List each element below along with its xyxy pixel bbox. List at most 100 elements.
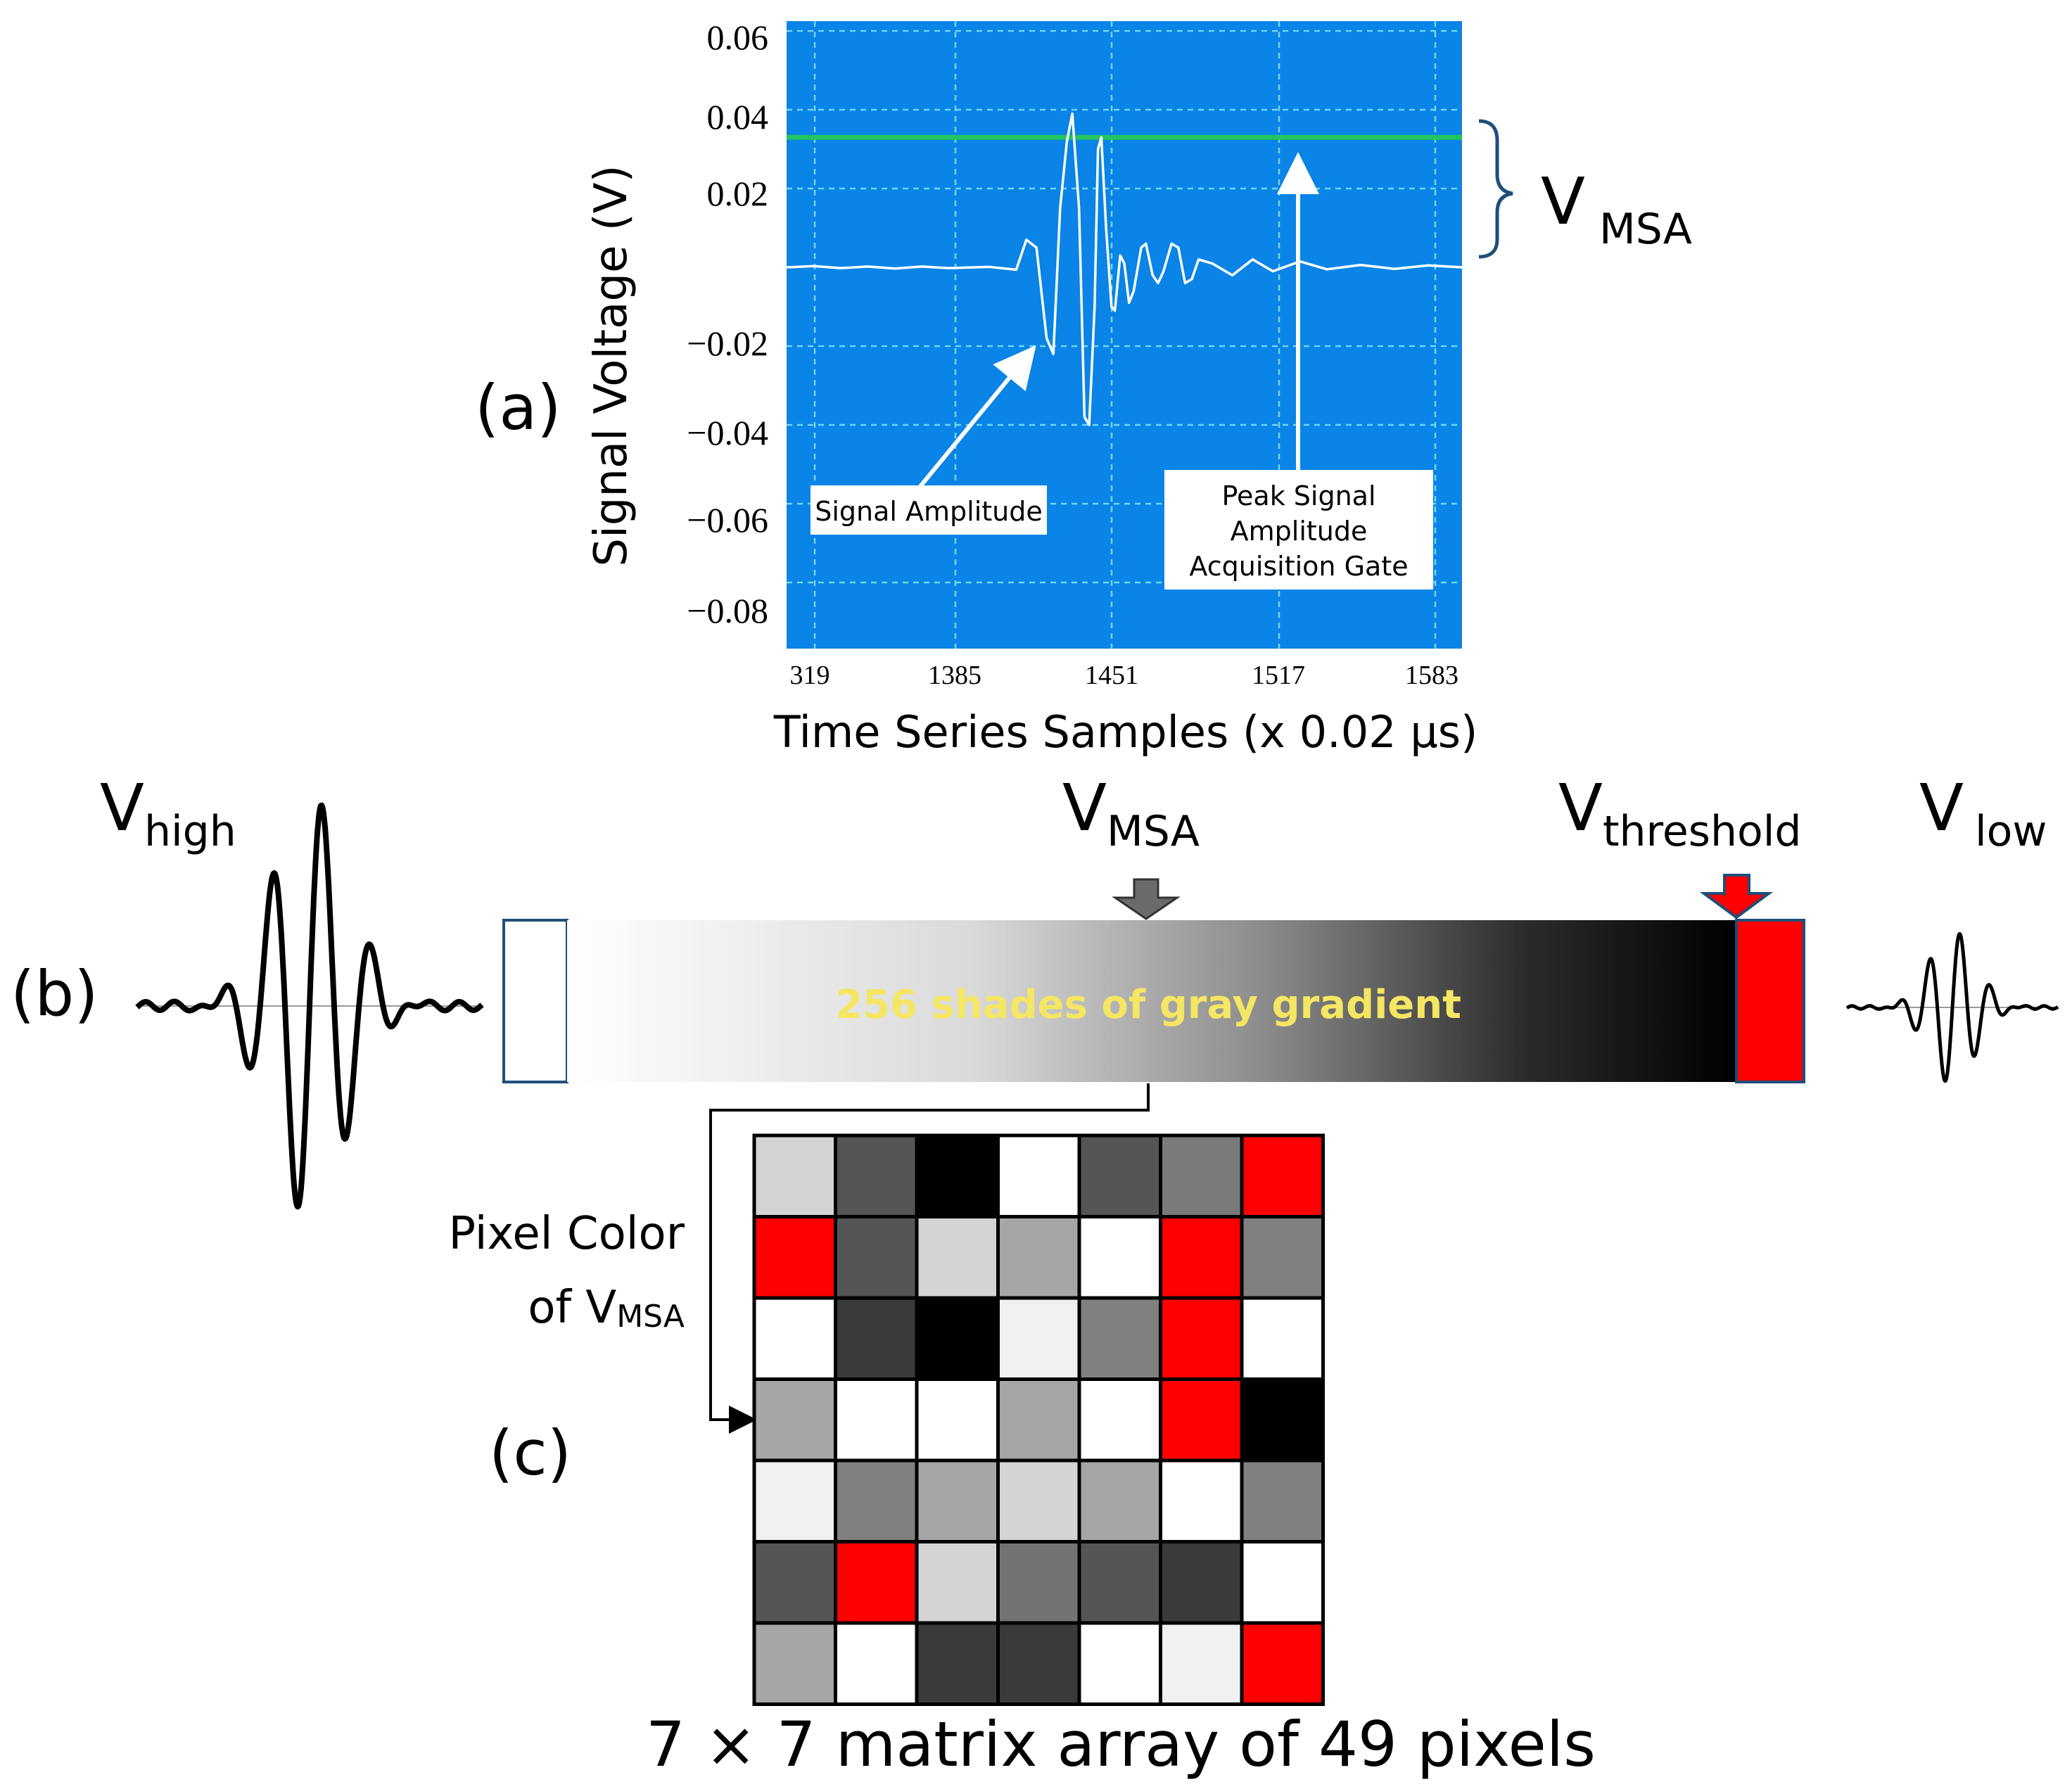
matrix-pixel: [996, 1215, 1081, 1300]
y-tick-label: 0.04: [707, 97, 769, 136]
gate-callout-text: Peak Signal Amplitude Acquisition Gate: [1189, 480, 1408, 582]
v-threshold-label: Vthreshold: [1558, 770, 1802, 856]
matrix-pixel: [996, 1377, 1081, 1463]
matrix-pixel: [1240, 1377, 1325, 1463]
matrix-pixel: [834, 1540, 919, 1625]
signal-amplitude-callout: Signal Amplitude: [815, 496, 1043, 527]
matrix-pixel: [1240, 1296, 1325, 1381]
matrix-pixel: [752, 1540, 837, 1625]
v-high-main: V: [100, 770, 144, 846]
pixel-color-label-sub: MSA: [616, 1299, 685, 1335]
signal-amplitude-arrow: [916, 345, 1036, 490]
y-tick-label: −0.06: [687, 500, 768, 540]
y-tick-labels: 0.06 0.04 0.02 −0.02 −0.04 −0.06 −0.08: [687, 18, 768, 630]
white-end-box: [502, 919, 568, 1083]
panel-a: (a) 0.06 0.04 0.02 −0.02 −0.04 −0.06 −0.…: [475, 18, 1692, 758]
x-tick-label: 1583: [1405, 661, 1458, 690]
matrix-pixel: [915, 1540, 1000, 1625]
vmsa-down-arrow: [1112, 878, 1181, 920]
x-tick-label: 1385: [928, 661, 981, 690]
matrix-pixel: [752, 1215, 837, 1300]
matrix-pixel: [996, 1458, 1081, 1543]
gate-callout-line: Amplitude: [1231, 516, 1368, 547]
matrix-pixel: [915, 1215, 1000, 1300]
pixel-matrix: [752, 1133, 1325, 1706]
matrix-pixel: [1077, 1133, 1162, 1218]
matrix-pixel: [1159, 1458, 1244, 1543]
matrix-pixel: [752, 1621, 837, 1706]
y-axis-label: Signal Voltage (V): [585, 165, 637, 566]
pixel-color-label-line2: of VMSA: [528, 1282, 685, 1335]
matrix-pixel: [915, 1621, 1000, 1706]
matrix-caption: 7 × 7 matrix array of 49 pixels: [646, 1708, 1596, 1781]
vmsa-brace: [1478, 119, 1513, 259]
connector-line: [709, 1083, 1150, 1434]
matrix-pixel: [996, 1133, 1081, 1218]
v-low-sub: low: [1975, 807, 2047, 856]
threshold-red-box: [1735, 919, 1805, 1083]
matrix-pixel: [1077, 1540, 1162, 1625]
matrix-pixel: [996, 1296, 1081, 1381]
matrix-pixel: [752, 1458, 837, 1543]
matrix-pixel: [1077, 1296, 1162, 1381]
high-amplitude-waveform: [135, 802, 484, 1210]
matrix-pixel: [1240, 1133, 1325, 1218]
matrix-pixel: [996, 1621, 1081, 1706]
matrix-pixel: [1159, 1540, 1244, 1625]
v-high-sub: high: [144, 807, 236, 856]
v-msa-main: V: [1062, 770, 1107, 846]
y-tick-label: −0.08: [687, 591, 768, 630]
x-tick-labels: 319 1385 1451 1517 1583: [790, 661, 1459, 690]
v-low-main: V: [1919, 770, 1964, 846]
signal-amplitude-callout-box: [811, 485, 1047, 535]
matrix-pixel: [834, 1296, 919, 1381]
panel-a-label: (a): [475, 371, 561, 444]
v-msa-label-b: VMSA: [1062, 770, 1200, 856]
matrix-pixel: [752, 1296, 837, 1381]
matrix-pixel: [1159, 1377, 1244, 1463]
x-tick-label: 319: [790, 661, 830, 690]
v-threshold-sub: threshold: [1603, 807, 1802, 856]
matrix-pixel: [915, 1458, 1000, 1543]
y-tick-label: 0.06: [707, 18, 769, 57]
matrix-pixel: [915, 1377, 1000, 1463]
matrix-pixel: [752, 1377, 837, 1463]
x-tick-label: 1517: [1252, 661, 1305, 690]
matrix-pixel: [915, 1296, 1000, 1381]
gate-callout-line: Peak Signal: [1221, 480, 1375, 511]
matrix-pixel: [1240, 1458, 1325, 1543]
matrix-pixel: [1240, 1540, 1325, 1625]
matrix-pixel: [834, 1377, 919, 1463]
gradient-caption: 256 shades of gray gradient: [835, 982, 1461, 1028]
matrix-pixel: [834, 1458, 919, 1543]
matrix-pixel: [1159, 1296, 1244, 1381]
matrix-pixel: [915, 1133, 1000, 1218]
gate-callout-line: Acquisition Gate: [1189, 551, 1408, 582]
threshold-down-arrow: [1699, 874, 1774, 919]
matrix-pixel: [834, 1133, 919, 1218]
pixel-color-label-line1: Pixel Color: [449, 1208, 685, 1260]
y-tick-label: −0.02: [687, 324, 768, 363]
v-threshold-main: V: [1558, 770, 1603, 846]
panel-b-label: (b): [11, 957, 98, 1030]
pixel-color-label-main: of V: [528, 1282, 616, 1334]
matrix-pixel: [1077, 1458, 1162, 1543]
grid-lines: [787, 21, 1462, 649]
x-tick-label: 1451: [1085, 661, 1138, 690]
panel-c: (c) Pixel Color of VMSA 7 × 7 matrix arr…: [449, 1133, 1596, 1781]
matrix-pixel: [1159, 1215, 1244, 1300]
x-axis-label: Time Series Samples (x 0.02 μs): [773, 706, 1478, 758]
matrix-pixel: [1159, 1133, 1244, 1218]
matrix-pixel: [1240, 1621, 1325, 1706]
matrix-pixel: [1159, 1621, 1244, 1706]
matrix-pixel: [1240, 1215, 1325, 1300]
v-high-label: Vhigh: [100, 770, 236, 856]
vmsa-main: V: [1541, 164, 1585, 239]
y-tick-label: −0.04: [687, 413, 768, 452]
panel-c-label: (c): [489, 1417, 571, 1489]
matrix-pixel: [1077, 1377, 1162, 1463]
gray-gradient-bar: [567, 920, 1736, 1082]
v-msa-sub: MSA: [1107, 807, 1200, 856]
